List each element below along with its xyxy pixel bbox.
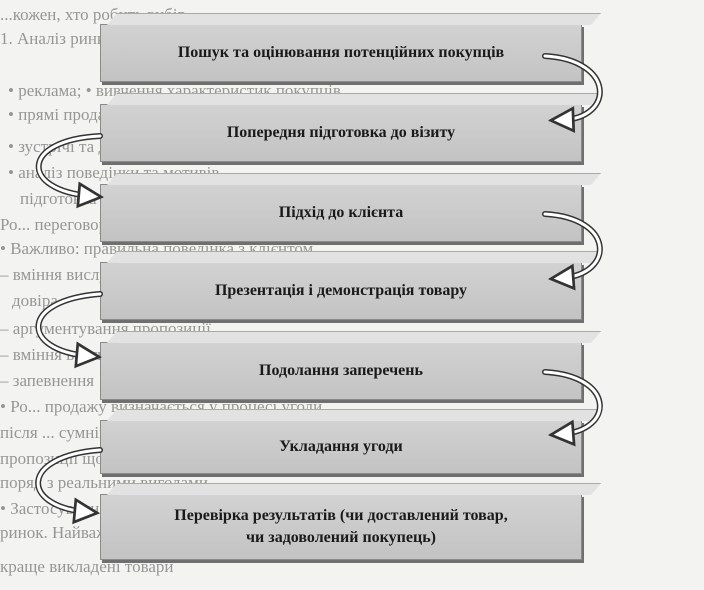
step-label-5: Подолання заперечень <box>259 362 423 379</box>
step-box-3: Підхід до клієнта <box>100 184 582 242</box>
step-box-2: Попередня підготовка до візиту <box>100 104 582 162</box>
step-box-5: Подолання заперечень <box>100 342 582 400</box>
step-box-6: Укладання угоди <box>100 420 582 474</box>
step-label-2: Попередня підготовка до візиту <box>226 124 456 141</box>
bg-line: – запевнення <box>0 371 95 390</box>
bg-line: краще викладені товари <box>0 557 174 576</box>
step-label-1: Пошук та оцінювання потенційних покупців <box>177 44 505 61</box>
bg-line: довіра <box>12 291 58 310</box>
step-label-4: Презентація і демонстрація товару <box>214 282 468 299</box>
step-label-7-line2: чи задоволений покупець) <box>246 529 436 546</box>
step-label-3: Підхід до клієнта <box>278 204 404 221</box>
step-box-1: Пошук та оцінювання потенційних покупців <box>100 24 582 82</box>
step-box-7: Перевірка результатів (чи доставлений то… <box>100 494 582 560</box>
left-curved-arrow <box>35 291 103 359</box>
step-box-4: Презентація і демонстрація товару <box>100 262 582 320</box>
left-curved-arrow <box>35 133 103 199</box>
step-label-7-line1: Перевірка результатів (чи доставлений то… <box>174 507 508 524</box>
left-curved-arrow <box>35 447 103 515</box>
step-label-6: Укладання угоди <box>279 438 403 455</box>
